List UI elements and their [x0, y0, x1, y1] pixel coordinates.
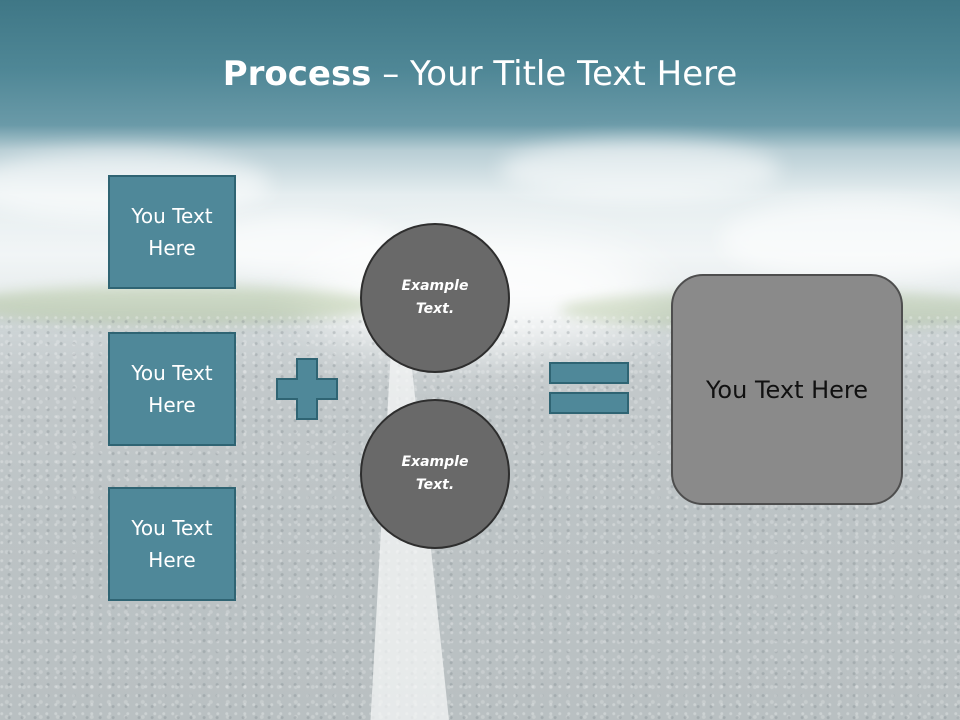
result-label: You Text Here — [705, 375, 869, 404]
cloud — [500, 140, 780, 200]
example-circle-1: Example Text. — [360, 223, 510, 373]
title-bold: Process — [222, 54, 372, 94]
result-box: You Text Here — [671, 274, 903, 505]
cloud — [720, 200, 960, 280]
circle-label: Example Text. — [401, 454, 469, 493]
text-box-label: You Text Here — [131, 361, 213, 417]
equals-icon — [549, 362, 629, 414]
text-box-label: You Text Here — [131, 204, 213, 260]
text-box-2: You Text Here — [108, 332, 236, 446]
example-circle-2: Example Text. — [360, 399, 510, 549]
text-box-3: You Text Here — [108, 487, 236, 601]
circle-label: Example Text. — [401, 278, 469, 317]
text-box-1: You Text Here — [108, 175, 236, 289]
slide-title: Process – Your Title Text Here — [0, 52, 960, 96]
title-rest: – Your Title Text Here — [371, 54, 738, 94]
text-box-label: You Text Here — [131, 516, 213, 572]
hill-left — [0, 285, 380, 325]
plus-icon — [276, 358, 338, 420]
